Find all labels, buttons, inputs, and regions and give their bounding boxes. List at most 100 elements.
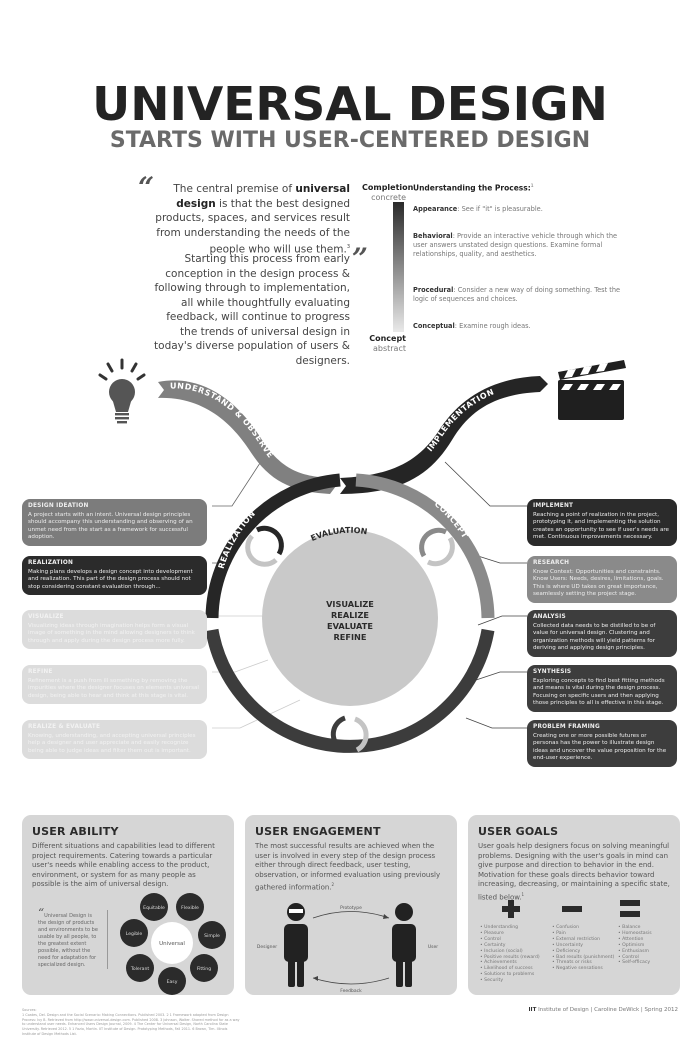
process-term: Procedural <box>413 286 454 294</box>
design-cycle-icon <box>330 715 369 753</box>
box-text: Visualizing ideas through imagination he… <box>28 622 195 644</box>
credit-line: IIT Institute of Design | Caroline DeWic… <box>529 1007 679 1013</box>
goal-list-item: • Balance <box>618 925 641 930</box>
process-item-conceptual: Conceptual: Examine rough ideas. <box>413 322 531 330</box>
completion-label: Completion <box>362 183 414 192</box>
realization-cycle-icon <box>245 525 284 567</box>
petal-legible <box>120 919 148 947</box>
box-text: Know Context: Opportunities and constrai… <box>533 568 664 598</box>
card-user-ability: USER ABILITY Different situations and ca… <box>22 815 234 995</box>
goal-list-item: • Security <box>480 978 504 984</box>
process-term: Appearance <box>413 205 458 213</box>
process-desc: Examine rough ideas. <box>459 322 531 330</box>
goal-list-item: • Certainty <box>480 942 506 948</box>
intro-quote: “ The central premise of universal desig… <box>138 174 368 273</box>
goal-list-item: • Attention <box>618 936 644 942</box>
info-box-problem-framing: PROBLEM FRAMING Creating one or more pos… <box>527 720 677 767</box>
footnote-marker: 1 <box>521 891 525 897</box>
info-box-implement: IMPLEMENT Reaching a point of realizatio… <box>527 499 677 546</box>
process-term: Conceptual <box>413 322 455 330</box>
concept-cycle-icon <box>419 527 455 567</box>
petal-label: Fitting <box>197 966 211 972</box>
card-title: USER GOALS <box>478 825 559 838</box>
universal-hub <box>151 922 193 964</box>
hub-label: Universal <box>159 941 185 947</box>
goal-list-item: • Positive results (reward) <box>480 954 540 960</box>
scale-top-label: Completion concrete <box>362 183 413 203</box>
goal-list-item: • Likelihood of success <box>480 966 533 972</box>
goal-list-item: • Pleasure <box>480 930 504 936</box>
design-label: DESIGN <box>332 757 368 767</box>
box-title: IMPLEMENT <box>533 503 574 509</box>
feedback-arrow <box>312 977 390 985</box>
box-title: PROBLEM FRAMING <box>533 724 600 730</box>
goal-list-item: • Achievements <box>480 960 517 966</box>
abstract-label: abstract <box>372 344 406 353</box>
goal-list-item: • Bad results (punishment) <box>552 954 615 960</box>
box-text: Collected data needs to be distilled to … <box>533 622 656 652</box>
card-text: User goals help designers focus on solvi… <box>478 842 670 903</box>
iit-logo: IIT <box>528 1007 537 1013</box>
card-text: The most successful results are achieved… <box>255 842 447 893</box>
info-box-realize-evaluate: REALIZE & EVALUATE Knowing, understandin… <box>22 720 207 760</box>
user-figure-icon <box>392 903 416 987</box>
quote-text-post: is that the best designed products, spac… <box>155 197 350 256</box>
info-box-design-ideation: DESIGN IDEATION A project starts with an… <box>22 499 207 546</box>
goal-list-item: • Enthusiasm <box>618 948 649 954</box>
box-text: A project starts with an intent. Univers… <box>28 511 193 541</box>
connector-lines-right <box>444 461 527 729</box>
process-item-procedural: Procedural: Consider a new way of doing … <box>413 286 621 303</box>
goal-list-item: • Control <box>618 954 639 960</box>
box-text: Reaching a point of realization in the p… <box>533 511 669 541</box>
design-segment <box>205 628 495 753</box>
scale-bottom-label: Concept abstract <box>362 334 406 354</box>
engagement-text: The most successful results are achieved… <box>255 842 441 892</box>
petal-label: Simple <box>204 933 220 939</box>
footnote-marker: 1 <box>530 183 534 188</box>
box-title: REFINE <box>28 669 53 675</box>
box-title: REALIZATION <box>28 560 74 566</box>
goal-list-item: • Deficiency <box>552 948 581 954</box>
info-box-research: RESEARCH Know Context: Opportunities and… <box>527 556 677 603</box>
goal-list-item: • Solutions to problems <box>480 972 535 978</box>
page-title: UNIVERSAL DESIGN <box>92 77 608 131</box>
feedback-label: Feedback <box>340 988 362 994</box>
ability-quote: “Universal Design is the design of produ… <box>38 907 108 969</box>
goal-list-item: • Uncertainty <box>552 942 584 948</box>
info-box-refine: REFINE Refinement is a push from ill som… <box>22 665 207 705</box>
process-item-appearance: Appearance: See if "it" is pleasurable. <box>413 205 543 213</box>
petal-label: Easy <box>167 979 178 985</box>
goal-list-item: • Confusion <box>552 925 580 930</box>
gradient-scale-bar <box>393 202 404 332</box>
increase-goals-list: • Understanding• Pleasure• Control• Cert… <box>480 925 540 984</box>
info-box-visualize: VISUALIZE Visualizing ideas through imag… <box>22 610 207 650</box>
goal-list-item: • Control <box>480 936 501 942</box>
evaluation-center-circle <box>262 530 438 706</box>
process-desc: Provide an interactive vehicle through w… <box>413 232 618 258</box>
info-box-synthesis: SYNTHESIS Exploring concepts to find bes… <box>527 665 677 712</box>
box-text: Making plans develops a design concept i… <box>28 568 193 590</box>
plus-icon <box>502 900 520 918</box>
user-label: User <box>428 944 438 950</box>
goal-list-item: • Homeostasis <box>618 930 652 936</box>
petal-equitable <box>140 893 168 921</box>
concept-segment <box>355 473 495 619</box>
petal-flexible <box>176 893 204 921</box>
footnote-marker: 3 <box>346 244 350 250</box>
info-box-realization: REALIZATION Making plans develops a desi… <box>22 556 207 596</box>
goal-list-item: • Understanding <box>480 925 519 930</box>
process-cycle-diagram: UNDERSTAND & OBSERVE IMPLEMENTATION <box>98 358 626 767</box>
process-item-behavioral: Behavioral: Provide an interactive vehic… <box>413 232 618 258</box>
clapperboard-icon <box>558 360 626 420</box>
box-text: Exploring concepts to find best fitting … <box>533 677 665 707</box>
designer-figure-icon <box>284 903 308 987</box>
maintain-goals-list: • Balance• Homeostasis• Attention• Optim… <box>618 925 652 966</box>
designer-user-loop: Prototype Feedback Designer User <box>257 903 438 994</box>
implementation-ribbon <box>340 376 548 494</box>
process-heading: Understanding the Process:1 <box>413 183 534 193</box>
box-title: ANALYSIS <box>533 614 566 620</box>
designer-label: Designer <box>257 944 277 950</box>
open-quote-icon: “ <box>38 906 45 920</box>
process-desc: See if "it" is pleasurable. <box>461 205 543 213</box>
box-title: VISUALIZE <box>28 614 64 620</box>
